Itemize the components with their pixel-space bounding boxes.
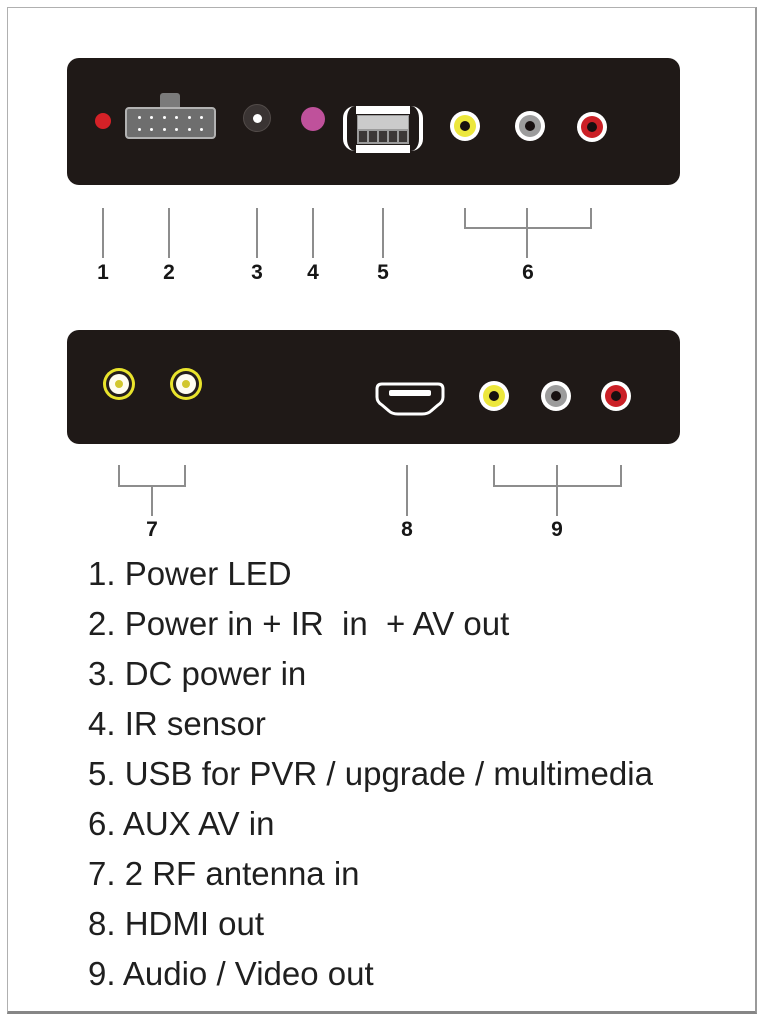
- callout-bracket-7-horizontal: [118, 485, 186, 487]
- pin-dot: [137, 127, 141, 131]
- callout-number-5: 5: [377, 261, 389, 284]
- callout-number-9: 9: [551, 518, 563, 541]
- usb-bracket-right: [408, 106, 423, 151]
- legend-item-9: 9. Audio / Video out: [88, 955, 374, 992]
- rca-jack-yellow-icon: [479, 381, 509, 411]
- pin-dot: [175, 115, 179, 119]
- rca-hole: [489, 391, 499, 401]
- legend-item-8: 8. HDMI out: [88, 905, 265, 942]
- pin-dot: [162, 127, 166, 131]
- legend-item-6: 6. AUX AV in: [88, 805, 275, 842]
- callout-bracket-6-horizontal: [464, 227, 592, 229]
- page-border: [7, 7, 757, 1014]
- rf-center-pin: [115, 380, 123, 388]
- callout-number-7: 7: [146, 518, 158, 541]
- usb-contact: [359, 131, 367, 142]
- callout-number-6: 6: [522, 261, 534, 284]
- pin-dot: [200, 115, 204, 119]
- rca-jack-white-icon: [541, 381, 571, 411]
- rca-jack-white-icon: [515, 111, 545, 141]
- callout-number-3: 3: [251, 261, 263, 284]
- ir-sensor-icon: [301, 107, 325, 131]
- callout-bracket-6-center: [526, 208, 528, 258]
- callout-line-2: [168, 208, 170, 258]
- multi-pin-connector-tab: [160, 93, 180, 109]
- rca-hole: [587, 122, 597, 132]
- pin-dot: [200, 127, 204, 131]
- callout-bracket-9-right: [620, 465, 622, 487]
- callout-number-8: 8: [401, 518, 413, 541]
- callout-line-3: [256, 208, 258, 258]
- callout-bracket-6-right: [590, 208, 592, 229]
- power-led-icon: [95, 113, 111, 129]
- rca-jack-red-icon: [601, 381, 631, 411]
- callout-bracket-6-left: [464, 208, 466, 229]
- pin-dot: [137, 115, 141, 119]
- legend-item-1: 1. Power LED: [88, 555, 292, 592]
- callout-line-4: [312, 208, 314, 258]
- callout-bracket-7-right: [184, 465, 186, 487]
- usb-shell-bottom: [356, 145, 410, 153]
- usb-port-icon: [343, 103, 423, 154]
- rca-hole: [551, 391, 561, 401]
- rca-jack-red-icon: [577, 112, 607, 142]
- top-panel: [67, 58, 680, 185]
- legend-item-4: 4. IR sensor: [88, 705, 266, 742]
- rca-hole: [460, 121, 470, 131]
- pin-dot: [187, 115, 191, 119]
- rca-hole: [525, 121, 535, 131]
- legend-item-2: 2. Power in + IR in + AV out: [88, 605, 510, 642]
- callout-line-5: [382, 208, 384, 258]
- dc-jack-pin-hole: [253, 114, 262, 123]
- usb-inner: [357, 115, 409, 144]
- callout-bracket-7-left: [118, 465, 120, 487]
- usb-tongue: [358, 116, 408, 129]
- callout-number-2: 2: [163, 261, 175, 284]
- legend-item-7: 7. 2 RF antenna in: [88, 855, 360, 892]
- rf-center-pin: [182, 380, 190, 388]
- usb-contacts: [358, 131, 408, 142]
- legend-item-3: 3. DC power in: [88, 655, 307, 692]
- usb-contact: [379, 131, 387, 142]
- legend: 1. Power LED 2. Power in + IR in + AV ou…: [88, 549, 653, 999]
- pin-dot: [162, 115, 166, 119]
- usb-bracket-left: [343, 106, 358, 151]
- hdmi-port-icon: [375, 382, 445, 416]
- pin-dot: [175, 127, 179, 131]
- callout-number-1: 1: [97, 261, 109, 284]
- callout-bracket-9-left: [493, 465, 495, 487]
- rca-jack-yellow-icon: [450, 111, 480, 141]
- pin-dot: [187, 127, 191, 131]
- rca-hole: [611, 391, 621, 401]
- bottom-panel: [67, 330, 680, 444]
- callout-bracket-7-center: [151, 487, 153, 516]
- dc-power-jack-icon: [243, 104, 271, 132]
- callout-line-8: [406, 465, 408, 516]
- power-ir-av-connector-icon: [125, 107, 216, 139]
- callout-bracket-9-center: [556, 465, 558, 516]
- rf-antenna-jack-2-icon: [170, 368, 202, 400]
- usb-contact: [399, 131, 407, 142]
- usb-contact: [389, 131, 397, 142]
- pin-dot: [150, 115, 154, 119]
- usb-contact: [369, 131, 377, 142]
- pin-dot: [150, 127, 154, 131]
- rf-antenna-jack-1-icon: [103, 368, 135, 400]
- callout-number-4: 4: [307, 261, 319, 284]
- legend-item-5: 5. USB for PVR / upgrade / multimedia: [88, 755, 653, 792]
- usb-shell-top: [356, 106, 410, 114]
- callout-line-1: [102, 208, 104, 258]
